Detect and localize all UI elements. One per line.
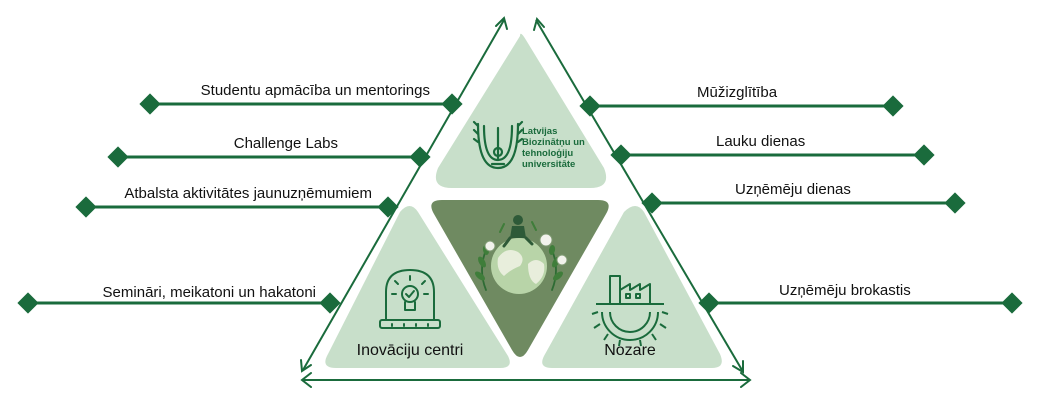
tile-left: [325, 206, 510, 368]
right-item-label: Uzņēmēju dienas: [735, 181, 851, 198]
right-connectors: [579, 95, 1023, 314]
lightbulb-icon: [379, 269, 441, 329]
triangle-arrowheads: [300, 16, 752, 388]
factory-gear-icon: [591, 275, 669, 347]
tile-top: [435, 33, 607, 188]
right-item-label: Lauku dienas: [716, 133, 806, 150]
tile-label-innovation-centers: Inovāciju centri: [356, 342, 464, 359]
tile-label-industry: Nozare: [604, 342, 656, 359]
globe-plants-icon: [475, 215, 568, 294]
logo-line: Biozinātņu un: [522, 137, 585, 148]
left-item-label: Challenge Labs: [233, 135, 338, 152]
right-item-label: Mūžizglītība: [697, 84, 778, 101]
university-logo-icon: [472, 120, 524, 170]
university-logo-text: Latvijas Biozinātņu un tehnoloģiju unive…: [522, 126, 585, 170]
logo-line: Latvijas: [522, 126, 558, 137]
tile-right: [542, 206, 722, 368]
left-connectors: [17, 93, 463, 314]
left-item-label: Studentu apmācība un mentorings: [200, 82, 430, 99]
logo-line: universitāte: [522, 159, 576, 170]
left-item-label: Atbalsta aktivitātes jaunuzņēmumiem: [124, 185, 372, 202]
right-item-label: Uzņēmēju brokastis: [779, 282, 911, 299]
left-item-label: Semināri, meikatoni un hakatoni: [102, 284, 316, 301]
logo-line: tehnoloģiju: [522, 148, 574, 159]
